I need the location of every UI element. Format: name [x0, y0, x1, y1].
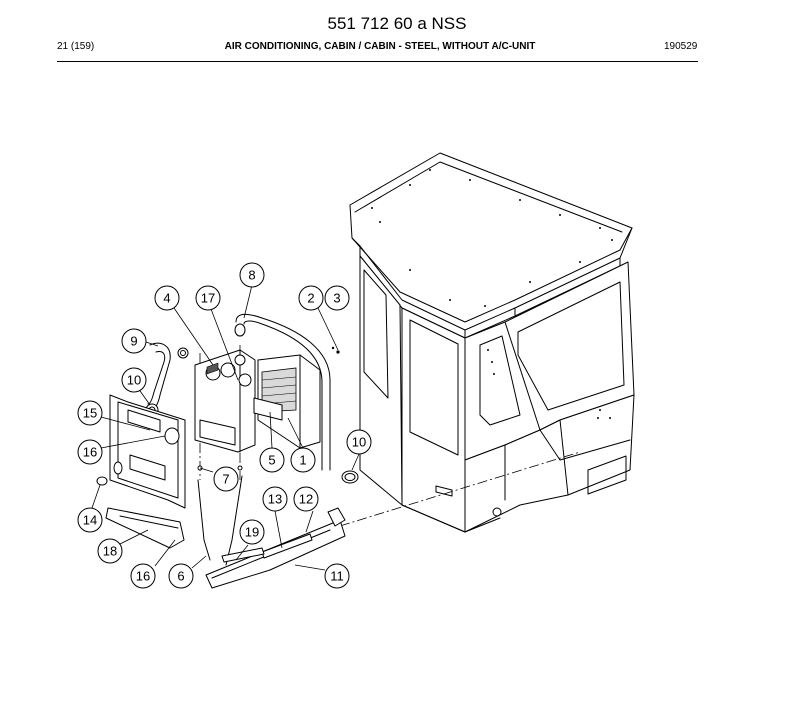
svg-text:3: 3: [333, 291, 340, 306]
callout-16-lower: 16: [130, 563, 156, 589]
callout-14: 14: [77, 507, 103, 533]
svg-text:10: 10: [127, 373, 141, 388]
svg-text:12: 12: [299, 492, 313, 507]
svg-text:2: 2: [307, 291, 314, 306]
parts-drawing: [96, 313, 359, 589]
svg-text:17: 17: [201, 291, 215, 306]
callout-8: 8: [239, 262, 265, 288]
callout-6: 6: [168, 563, 194, 589]
callout-15: 15: [77, 400, 103, 426]
svg-text:1: 1: [299, 453, 306, 468]
page-number: 21 (159): [57, 41, 95, 52]
document-title: 551 712 60 a NSS: [327, 14, 467, 33]
cabin-drawing: [349, 152, 635, 533]
svg-text:5: 5: [268, 453, 275, 468]
svg-text:16: 16: [136, 569, 150, 584]
svg-text:7: 7: [222, 472, 229, 487]
callout-10-upper: 10: [121, 367, 147, 393]
svg-text:14: 14: [83, 513, 97, 528]
callout-18: 18: [97, 538, 123, 564]
callout-9: 9: [121, 328, 147, 354]
callout-4: 4: [154, 285, 180, 311]
callout-5: 5: [259, 447, 285, 473]
svg-text:16: 16: [83, 445, 97, 460]
svg-text:15: 15: [83, 406, 97, 421]
callout-1: 1: [290, 447, 316, 473]
callout-7: 7: [213, 466, 239, 492]
svg-text:4: 4: [163, 291, 170, 306]
svg-text:11: 11: [330, 569, 344, 584]
svg-text:6: 6: [177, 569, 184, 584]
svg-text:19: 19: [245, 525, 259, 540]
callout-17: 17: [195, 285, 221, 311]
header-rule: [57, 61, 698, 62]
svg-text:8: 8: [248, 268, 255, 283]
svg-text:18: 18: [103, 544, 117, 559]
callout-11: 11: [324, 563, 350, 589]
callout-3: 3: [324, 285, 350, 311]
callout-12: 12: [293, 486, 319, 512]
svg-text:10: 10: [352, 435, 366, 450]
section-heading: AIR CONDITIONING, CABIN / CABIN - STEEL,…: [224, 41, 536, 52]
callout-10-lower: 10: [346, 429, 372, 455]
callout-2: 2: [298, 285, 324, 311]
svg-text:13: 13: [268, 492, 282, 507]
callout-16-upper: 16: [77, 439, 103, 465]
svg-text:9: 9: [130, 334, 137, 349]
callout-13: 13: [262, 486, 288, 512]
document-date: 190529: [664, 41, 698, 52]
callout-19: 19: [239, 519, 265, 545]
